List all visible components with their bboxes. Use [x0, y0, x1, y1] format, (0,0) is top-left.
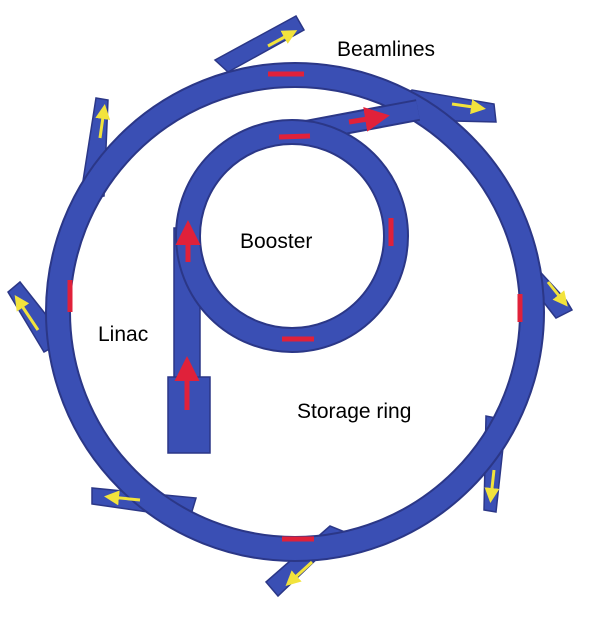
beamline-top-left: [213, 14, 306, 73]
electron-arrow-booster-top: [278, 133, 311, 140]
beamlines-group: [7, 14, 574, 598]
electron-arrow-transfer: [348, 107, 390, 132]
label-storage-ring: Storage ring: [297, 400, 412, 423]
photon-arrow-bottom: [285, 560, 314, 587]
photon-arrow-top-left: [267, 30, 298, 48]
photon-arrow-right-lower: [484, 469, 500, 503]
label-linac: Linac: [98, 323, 149, 346]
photon-arrow-top-right: [451, 99, 486, 115]
photon-arrows: [14, 30, 568, 587]
label-booster: Booster: [240, 230, 313, 253]
photon-arrow-left: [14, 295, 40, 331]
photon-arrow-right: [546, 281, 568, 307]
label-beamlines: Beamlines: [337, 38, 436, 61]
electron-arrows: [67, 71, 523, 542]
photon-arrow-bottom-left: [104, 490, 141, 506]
photon-arrow-left-upper: [95, 104, 111, 139]
storage-ring-fill: [47, 64, 543, 560]
